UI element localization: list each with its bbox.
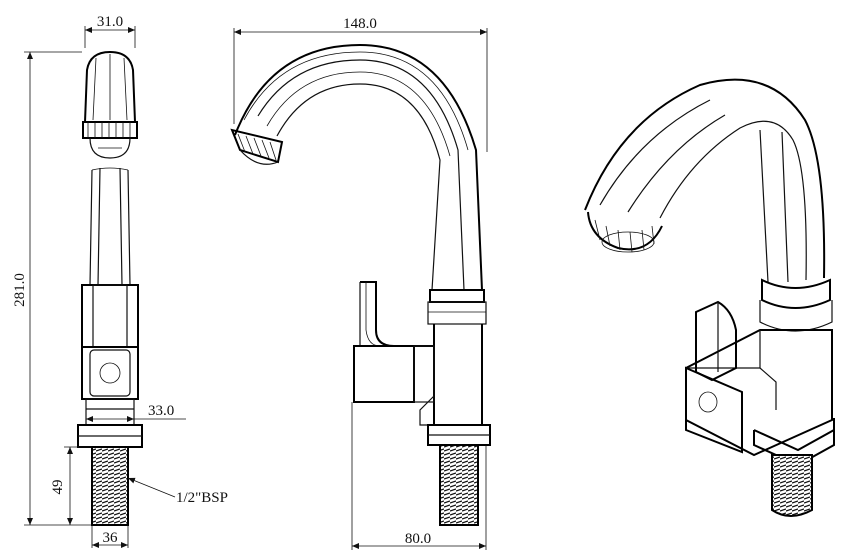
dim-thread-height: 49 [50,480,66,495]
dim-spout-reach: 148.0 [343,16,377,32]
front-dimensions: 31.0 281.0 33.0 49 36 1/2"BSP [12,14,228,548]
dim-total-height: 281.0 [12,273,28,307]
thread-callout: 1/2"BSP [176,490,228,506]
dim-top-width: 31.0 [97,14,123,30]
side-dimensions: 148.0 80.0 [233,16,488,550]
dim-thread-width: 36 [103,530,119,546]
isometric-view [584,78,835,517]
dim-base-depth: 80.0 [405,531,431,547]
dim-base-width: 33.0 [148,403,174,419]
side-view [230,43,491,526]
front-view [77,50,143,526]
